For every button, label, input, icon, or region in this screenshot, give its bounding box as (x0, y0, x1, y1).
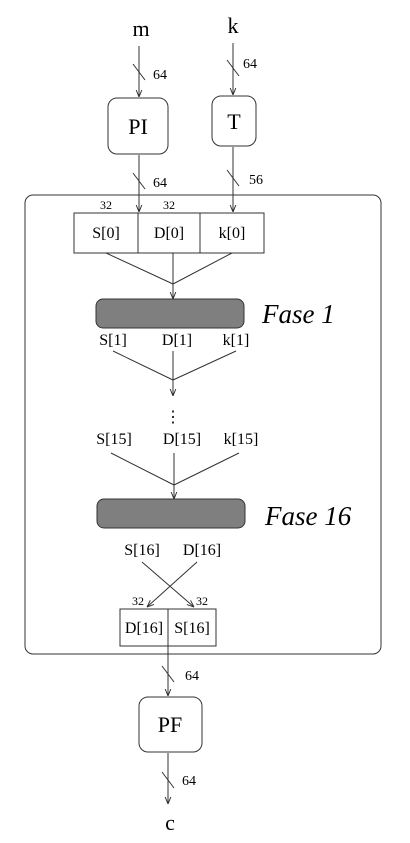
label-k1: k[1] (223, 332, 250, 349)
t-block (211, 95, 257, 147)
t-label: T (227, 109, 241, 134)
merge-s1 (112, 350, 174, 381)
width-t-out: 56 (249, 173, 263, 188)
width-split-left: 32 (100, 198, 112, 212)
state-s16 (167, 608, 217, 647)
pf-label: PF (158, 712, 182, 737)
width-pf-out: 64 (182, 774, 196, 789)
label-final-s16: S[16] (174, 620, 210, 637)
phase1-label: Fase 1 (261, 299, 335, 329)
merge-k1 (172, 350, 237, 381)
phase16-label: Fase 16 (264, 501, 352, 531)
label-d16: D[16] (183, 542, 221, 559)
label-final-d16: D[16] (125, 620, 163, 637)
label-d0: D[0] (154, 225, 184, 242)
label-s1: S[1] (99, 332, 127, 349)
bus-slash-t (226, 169, 240, 187)
merge-k0 (172, 252, 233, 285)
width-m: 64 (153, 68, 167, 83)
swap-s16-to-right (141, 561, 194, 607)
input-k: k (228, 13, 239, 38)
width-swap-left: 32 (132, 594, 144, 608)
state-k0 (199, 212, 265, 254)
label-s16: S[16] (124, 542, 160, 559)
width-swap-right: 32 (196, 594, 208, 608)
pi-block (107, 97, 169, 155)
output-c: c (165, 810, 175, 835)
pi-label: PI (128, 114, 148, 139)
label-k15: k[15] (224, 431, 259, 448)
bus-slash-pi (132, 172, 146, 190)
rounds-container (24, 194, 382, 655)
merge-s15 (110, 452, 175, 486)
width-pf-in: 64 (185, 669, 199, 684)
merge-s0 (105, 252, 174, 285)
bus-slash-pf-out (161, 771, 175, 789)
width-split-right: 32 (163, 198, 175, 212)
bus-slash-m (132, 63, 146, 81)
phase1-block (95, 298, 245, 329)
merge-k15 (173, 452, 240, 486)
input-m: m (132, 16, 149, 41)
swap-d16-to-left (147, 561, 198, 607)
phase16-block (96, 498, 246, 529)
pf-block (138, 696, 203, 753)
ellipsis: ⋮ (165, 409, 181, 426)
width-pi-out: 64 (153, 176, 167, 191)
label-k0: k[0] (219, 225, 246, 242)
bus-slash-pf-in (161, 665, 175, 683)
label-d1: D[1] (162, 332, 192, 349)
width-k: 64 (243, 57, 257, 72)
bus-slash-k (226, 59, 240, 77)
label-s0: S[0] (92, 225, 120, 242)
label-s15: S[15] (96, 431, 132, 448)
label-d15: D[15] (163, 431, 201, 448)
